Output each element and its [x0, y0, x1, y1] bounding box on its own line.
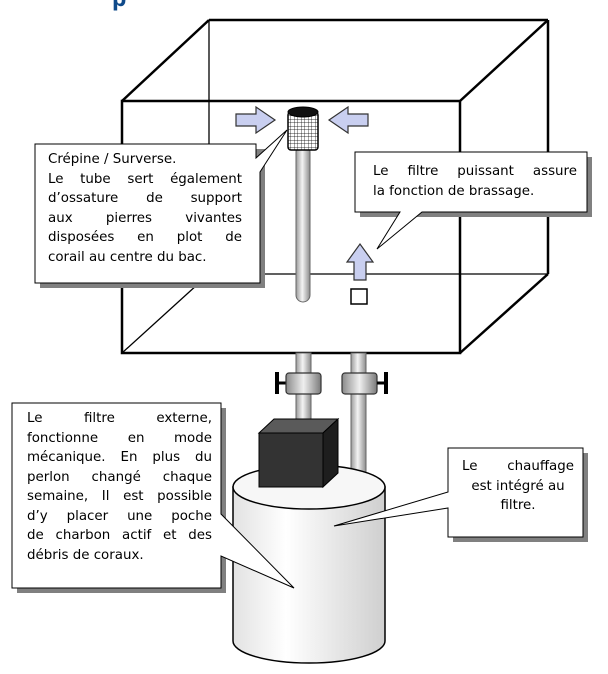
callout-line: d’ossature de support	[48, 191, 242, 206]
callout-line: fonctionne en mode	[27, 430, 212, 446]
callout-line: la fonction de brassage.	[373, 183, 535, 199]
valve-left	[275, 372, 322, 395]
callout-line: semaine, Il est possible	[27, 489, 212, 504]
filter-head-block	[257, 417, 340, 489]
callout-line: d’y placer une poche	[27, 508, 212, 524]
callout-line: disposées en plot de	[48, 230, 242, 245]
strainer-icon	[287, 106, 319, 151]
return-outlet	[350, 288, 368, 305]
page-heading-fragment: p	[112, 0, 126, 11]
callout-line: Le filtre puissant assure	[373, 164, 577, 179]
callout-line: est intégré au	[471, 478, 565, 494]
callout-line: perlon changé chaque	[27, 469, 212, 485]
callout-chauffage-box	[333, 447, 584, 538]
return-arrow	[345, 242, 375, 281]
callout-line: filtre.	[500, 498, 536, 513]
callout-line: débris de coraux.	[27, 547, 144, 563]
intake-arrow-left	[235, 105, 277, 135]
callout-line: Crépine / Surverse.	[48, 152, 177, 167]
callout-filtre-externe-text: Le filtre externe, fonctionne en mode mé…	[27, 409, 212, 565]
valve-right	[341, 372, 388, 395]
callout-crepine-text: Crépine / Surverse. Le tube sert égaleme…	[48, 150, 242, 267]
callout-line: mécanique. En plus du	[27, 450, 212, 465]
callout-line: Le tube sert également	[48, 171, 242, 187]
callout-line: corail au centre du bac.	[48, 249, 207, 265]
pipe-right	[350, 352, 367, 479]
callout-crepine-box	[34, 129, 288, 284]
callout-brassage-box	[354, 151, 588, 250]
callout-line: aux pierres vivantes	[48, 210, 242, 226]
intake-arrow-right	[327, 105, 369, 135]
callout-line: de charbon actif et des	[27, 528, 212, 543]
callout-line: Le chauffage	[462, 459, 574, 474]
callout-filtre-externe-box	[11, 402, 295, 589]
overflow-tube	[295, 144, 311, 303]
callout-chauffage-text: Le chauffage est intégré au filtre.	[462, 457, 574, 516]
callout-brassage-text: Le filtre puissant assure la fonction de…	[373, 162, 577, 201]
callout-line: Le filtre externe,	[27, 411, 212, 426]
